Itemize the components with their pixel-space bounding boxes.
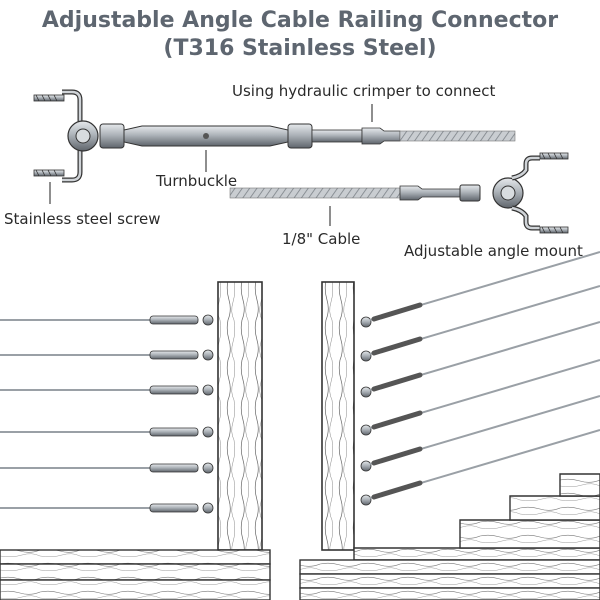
screw-icon [33,94,65,177]
left-post [217,281,263,551]
angle-mount-icons [360,316,372,506]
railing-illustration [0,251,600,600]
horizontal-cables [0,319,150,509]
title-line-2: (T316 Stainless Steel) [163,36,437,61]
deck [0,549,600,600]
angled-turnbuckle-icons [371,302,423,500]
label-screw: Stainless steel screw [4,210,161,228]
stairs [353,473,600,561]
angled-cables [369,251,600,499]
screw-icon [539,152,569,234]
label-mount: Adjustable angle mount [404,242,583,260]
label-crimper: Using hydraulic crimper to connect [232,82,496,100]
label-turnbuckle: Turnbuckle [156,172,238,190]
label-cable: 1/8" Cable [282,230,361,248]
cable-mount-assembly [229,152,569,234]
turnbuckle-assembly [33,89,516,183]
title-line-1: Adjustable Angle Cable Railing Connector [41,8,559,33]
turnbuckle-icons [149,314,214,514]
right-post [321,281,355,551]
